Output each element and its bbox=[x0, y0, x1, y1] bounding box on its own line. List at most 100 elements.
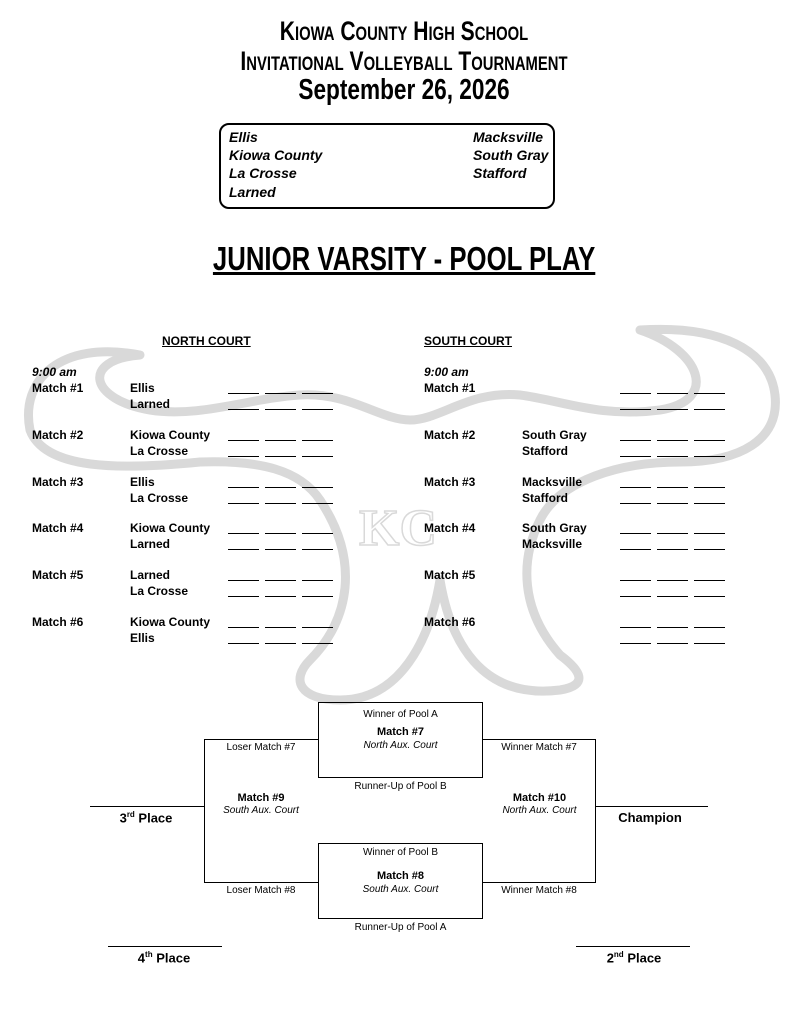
score-blank[interactable] bbox=[657, 627, 688, 628]
score-blank[interactable] bbox=[657, 642, 688, 644]
score-blank[interactable] bbox=[694, 440, 725, 441]
score-blank[interactable] bbox=[228, 595, 259, 597]
score-blank[interactable] bbox=[694, 595, 725, 597]
north-match-team1: Ellis bbox=[130, 381, 155, 395]
score-blank[interactable] bbox=[228, 487, 259, 488]
score-blank[interactable] bbox=[657, 487, 688, 488]
loser7-label: Loser Match #7 bbox=[226, 742, 296, 753]
score-blank[interactable] bbox=[228, 455, 259, 457]
third-place: 3rd Place bbox=[119, 810, 173, 826]
score-blank[interactable] bbox=[694, 455, 725, 457]
score-blank[interactable] bbox=[228, 627, 259, 628]
score-blank[interactable] bbox=[265, 627, 296, 628]
north-match-label: Match #4 bbox=[32, 521, 84, 535]
winner7-label: Winner Match #7 bbox=[501, 742, 577, 753]
line-loser7 bbox=[204, 739, 318, 740]
score-blank[interactable] bbox=[620, 393, 651, 394]
match7-bottom: Runner-Up of Pool B bbox=[354, 781, 447, 792]
score-blank[interactable] bbox=[694, 487, 725, 488]
score-blank[interactable] bbox=[302, 393, 333, 394]
score-blank[interactable] bbox=[302, 548, 333, 550]
score-blank[interactable] bbox=[657, 595, 688, 597]
score-blank[interactable] bbox=[228, 548, 259, 550]
score-blank[interactable] bbox=[265, 502, 296, 504]
score-blank[interactable] bbox=[302, 487, 333, 488]
score-blank[interactable] bbox=[302, 580, 333, 581]
north-match-team2: Ellis bbox=[130, 630, 155, 645]
score-blank[interactable] bbox=[657, 440, 688, 441]
score-blank[interactable] bbox=[228, 642, 259, 644]
team-right-2: South Gray bbox=[473, 147, 549, 163]
header-line1: Kiowa County High School bbox=[279, 16, 529, 46]
south-match-team1: South Gray bbox=[522, 521, 587, 535]
score-blank[interactable] bbox=[694, 408, 725, 410]
score-blank[interactable] bbox=[228, 533, 259, 534]
score-blank[interactable] bbox=[302, 440, 333, 441]
score-blank[interactable] bbox=[657, 502, 688, 504]
score-blank[interactable] bbox=[657, 533, 688, 534]
match8-bottom: Runner-Up of Pool A bbox=[354, 922, 447, 933]
score-blank[interactable] bbox=[228, 440, 259, 441]
north-match-label: Match #2 bbox=[32, 428, 84, 442]
score-blank[interactable] bbox=[694, 627, 725, 628]
team-left-3: La Crosse bbox=[229, 165, 297, 181]
score-blank[interactable] bbox=[657, 548, 688, 550]
score-blank[interactable] bbox=[228, 502, 259, 504]
line-fourth bbox=[108, 946, 222, 947]
north-match-label: Match #6 bbox=[32, 615, 84, 629]
line-champion bbox=[595, 806, 708, 807]
score-blank[interactable] bbox=[694, 502, 725, 504]
score-blank[interactable] bbox=[228, 580, 259, 581]
score-blank[interactable] bbox=[657, 393, 688, 394]
score-blank[interactable] bbox=[694, 580, 725, 581]
score-blank[interactable] bbox=[265, 487, 296, 488]
score-blank[interactable] bbox=[302, 533, 333, 534]
score-blank[interactable] bbox=[302, 642, 333, 644]
line-second bbox=[576, 946, 690, 947]
score-blank[interactable] bbox=[265, 440, 296, 441]
north-match-team1: Larned bbox=[130, 568, 171, 582]
score-blank[interactable] bbox=[302, 627, 333, 628]
score-blank[interactable] bbox=[657, 455, 688, 457]
watermark-kc: KC bbox=[359, 500, 437, 557]
score-blank[interactable] bbox=[265, 595, 296, 597]
score-blank[interactable] bbox=[302, 595, 333, 597]
score-blank[interactable] bbox=[620, 502, 651, 504]
south-match-label: Match #2 bbox=[424, 428, 476, 442]
score-blank[interactable] bbox=[620, 455, 651, 457]
score-blank[interactable] bbox=[620, 642, 651, 644]
score-blank[interactable] bbox=[620, 440, 651, 441]
score-blank[interactable] bbox=[302, 502, 333, 504]
score-blank[interactable] bbox=[265, 455, 296, 457]
score-blank[interactable] bbox=[228, 393, 259, 394]
team-left-4: Larned bbox=[229, 184, 276, 200]
score-blank[interactable] bbox=[620, 580, 651, 581]
match7-title: Match #7 bbox=[376, 726, 425, 738]
score-blank[interactable] bbox=[620, 533, 651, 534]
score-blank[interactable] bbox=[302, 455, 333, 457]
score-blank[interactable] bbox=[694, 533, 725, 534]
score-blank[interactable] bbox=[265, 548, 296, 550]
score-blank[interactable] bbox=[657, 580, 688, 581]
score-blank[interactable] bbox=[694, 393, 725, 394]
score-blank[interactable] bbox=[620, 595, 651, 597]
score-blank[interactable] bbox=[694, 642, 725, 644]
score-blank[interactable] bbox=[228, 408, 259, 410]
score-blank[interactable] bbox=[620, 548, 651, 550]
score-blank[interactable] bbox=[694, 548, 725, 550]
score-blank[interactable] bbox=[265, 408, 296, 410]
score-blank[interactable] bbox=[265, 393, 296, 394]
score-blank[interactable] bbox=[265, 533, 296, 534]
subtitle: JUNIOR VARSITY - POOL PLAY bbox=[212, 240, 596, 277]
north-match-team2: Larned bbox=[130, 536, 171, 551]
score-blank[interactable] bbox=[265, 642, 296, 644]
score-blank[interactable] bbox=[620, 627, 651, 628]
score-blank[interactable] bbox=[265, 580, 296, 581]
score-blank[interactable] bbox=[302, 408, 333, 410]
header-date: September 26, 2026 bbox=[298, 74, 510, 106]
score-blank[interactable] bbox=[620, 408, 651, 410]
score-blank[interactable] bbox=[620, 487, 651, 488]
score-blank[interactable] bbox=[657, 408, 688, 410]
match9-title: Match #9 bbox=[237, 792, 285, 804]
